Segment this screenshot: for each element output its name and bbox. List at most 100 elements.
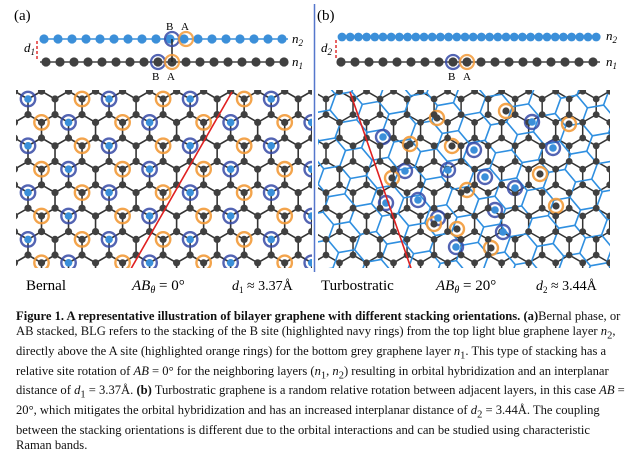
lattice-atom <box>376 111 384 118</box>
lattice-atom <box>538 95 546 103</box>
lattice-bond-top <box>361 147 373 161</box>
lattice-bond-top <box>329 94 337 111</box>
lattice-atom <box>281 72 288 79</box>
lattice-atom <box>536 170 544 178</box>
lattice-atom <box>620 142 627 149</box>
carbon-atom-top <box>509 32 519 42</box>
lattice-atom <box>267 111 275 119</box>
lattice-bond <box>609 261 610 264</box>
lattice-bond-top <box>318 109 331 113</box>
lattice-bond <box>421 278 435 286</box>
panel-b-orange-ring-bottom <box>458 53 476 71</box>
lattice-bond-top <box>439 19 450 32</box>
lattice-atom <box>200 181 208 189</box>
lattice-atom <box>159 95 167 103</box>
lattice-bond-top <box>309 82 325 85</box>
lattice-atom <box>132 142 140 150</box>
lattice-atom <box>606 90 610 95</box>
lattice-bond-top <box>495 149 512 154</box>
lattice-atom <box>498 90 506 95</box>
lattice-atom <box>471 90 479 95</box>
lattice-bond-top <box>590 163 599 180</box>
lattice-bond <box>596 278 610 286</box>
panel-a-orange-ring-bottom <box>163 53 181 71</box>
lattice-bond <box>244 68 258 76</box>
lattice-bond-top <box>616 303 622 306</box>
carbon-atom-top <box>591 32 601 42</box>
lattice-bond-top <box>298 72 309 85</box>
lattice-atom <box>16 90 19 95</box>
lattice-bond <box>69 278 83 286</box>
lattice-atom <box>24 235 32 244</box>
lattice-bond <box>204 68 218 76</box>
lattice-bond-top <box>408 222 425 227</box>
panel-a-layer-n2-label: n2 <box>292 31 304 48</box>
orange-ring <box>114 114 131 131</box>
lattice-atom <box>200 165 208 173</box>
lattice-atom <box>186 142 194 150</box>
lattice-bond <box>14 68 28 76</box>
carbon-atom-bottom <box>279 57 289 67</box>
panel-b-top-atoms <box>337 32 601 42</box>
lattice-atom <box>417 212 424 220</box>
lattice-atom <box>254 134 262 142</box>
lattice-atom <box>606 228 610 235</box>
lattice-bond-top <box>385 0 396 12</box>
lattice-atom <box>498 72 505 79</box>
lattice-atom <box>606 134 610 142</box>
lattice-bond-top <box>630 115 640 128</box>
lattice-atom <box>620 96 627 103</box>
lattice-atom <box>448 142 456 150</box>
lattice-atom <box>404 283 411 290</box>
panel-a-site-b-top: B <box>166 21 173 33</box>
orange-ring <box>115 68 129 82</box>
lattice-bond-top <box>609 90 610 91</box>
lattice-atom <box>552 259 560 267</box>
lattice-atom <box>16 165 19 173</box>
lattice-bond-top <box>619 143 635 146</box>
lattice-bond-top <box>506 106 514 123</box>
lattice-atom <box>118 259 127 267</box>
lattice-atom <box>159 111 167 119</box>
lattice-bond-top <box>613 146 619 161</box>
lattice-bond <box>326 68 340 76</box>
lattice-bond-top <box>517 131 534 136</box>
orange-ring <box>497 102 515 120</box>
lattice-atom <box>457 189 465 197</box>
lattice-bond-top <box>461 241 479 247</box>
lattice-bond-top <box>402 240 415 255</box>
orange-ring <box>276 114 294 131</box>
lattice-bond-top <box>364 2 370 17</box>
lattice-atom <box>417 259 424 267</box>
lattice-atom <box>430 95 438 103</box>
lattice-atom <box>549 144 557 152</box>
navy-ring <box>305 68 319 82</box>
lattice-atom <box>457 111 465 118</box>
lattice-bond-top <box>572 67 583 80</box>
orange-ring <box>276 160 294 178</box>
lattice-atom <box>322 142 330 150</box>
lattice-atom <box>430 158 438 165</box>
carbon-atom-bottom <box>560 57 570 67</box>
lattice-atom <box>444 166 452 174</box>
lattice-bond-top <box>413 282 419 297</box>
lattice-atom <box>525 228 533 236</box>
lattice-atom <box>565 142 573 150</box>
lattice-bond <box>609 184 610 186</box>
orange-ring <box>73 137 91 155</box>
lattice-bond-top <box>318 168 325 185</box>
lattice-atom <box>200 118 208 126</box>
lattice-atom <box>24 188 32 197</box>
navy-ring <box>183 279 197 293</box>
lattice-bond-top <box>635 143 640 156</box>
lattice-atom <box>565 251 573 259</box>
lattice-atom <box>308 275 315 282</box>
navy-ring <box>476 168 494 186</box>
lattice-atom <box>0 251 5 258</box>
orange-ring <box>276 254 294 268</box>
lattice-atom <box>267 188 275 197</box>
orange-ring <box>448 220 466 238</box>
lattice-bond-top <box>318 211 324 214</box>
carbon-atom-bottom <box>223 57 233 67</box>
lattice-atom <box>552 134 560 142</box>
